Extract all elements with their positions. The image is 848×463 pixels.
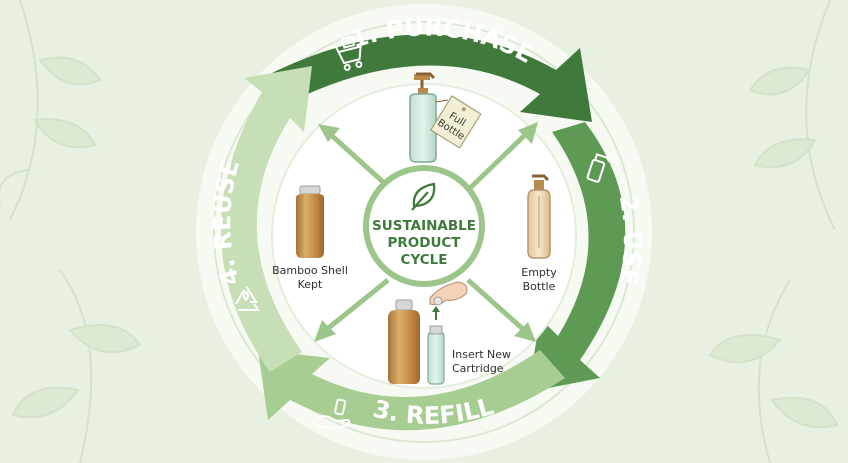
cartridge-label-line2: Cartridge [452, 362, 504, 375]
outer-disk-ring [213, 21, 635, 443]
arrow-to-refill [466, 278, 526, 332]
cartridge-label-line1: Insert New [452, 348, 511, 361]
stage-use-label: 2. USE [614, 193, 646, 287]
arrow-to-purchase [328, 132, 394, 192]
bamboo-shell-label-line2: Kept [298, 278, 323, 291]
full-bottle-tag: Full Bottle [429, 95, 482, 149]
arrow-to-reuse [324, 278, 390, 332]
empty-bottle-illustration [527, 174, 551, 259]
leaf-icon [411, 182, 436, 211]
recycle-icon [235, 285, 260, 311]
arrow-to-use [466, 132, 528, 192]
use-arrow [528, 122, 626, 392]
cart-icon [329, 35, 363, 71]
full-bottle-illustration [409, 72, 449, 163]
inner-arrows [314, 122, 538, 342]
bamboo-shell-label-line1: Bamboo Shell [272, 264, 348, 277]
refill-illustration [388, 281, 468, 385]
center-hub [363, 165, 485, 287]
hand-refill-icon [315, 398, 351, 430]
purchase-arrow [262, 34, 592, 123]
empty-bottle-label-line1: Empty [521, 266, 557, 279]
center-title-line2: PRODUCT [387, 235, 461, 251]
empty-bottle-label-line2: Bottle [523, 280, 556, 293]
center-title-line3: CYCLE [401, 252, 448, 268]
spray-bottle-icon [586, 153, 620, 183]
center-title-line1: SUSTAINABLE [372, 218, 476, 234]
bamboo-shell-illustration [296, 185, 324, 258]
